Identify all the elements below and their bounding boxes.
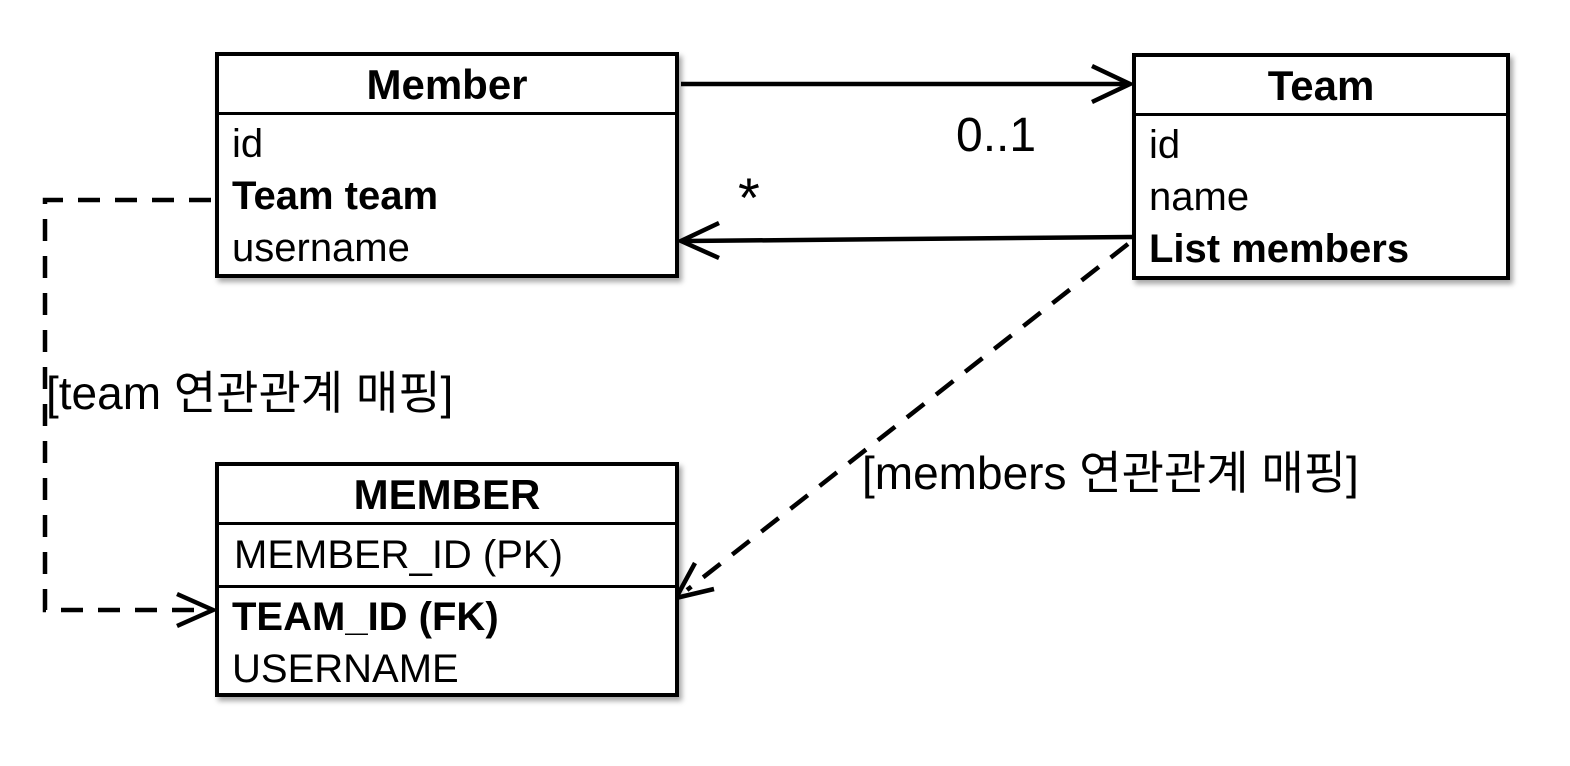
member-field-username: username — [232, 226, 410, 270]
team-mapping-label: [team 연관관계 매핑] — [46, 367, 454, 419]
team-class-fields: id name List members — [1136, 116, 1506, 275]
member-table-title: MEMBER — [219, 466, 675, 525]
team-mapping-dashed-connector — [42, 197, 219, 629]
multiplicity-many-label: * — [738, 166, 760, 229]
multiplicity-zero-or-one-label: 0..1 — [956, 109, 1037, 162]
team-field-name: name — [1149, 175, 1250, 219]
team-to-member-arrow — [675, 220, 1133, 261]
member-table-pk-field: MEMBER_ID (PK) — [219, 525, 675, 588]
team-class-box: Team id name List members — [1132, 53, 1510, 280]
members-mapping-dashed-connector — [671, 242, 1130, 602]
member-field-team: Team team — [232, 174, 439, 218]
member-table-box: MEMBER MEMBER_ID (PK) TEAM_ID (FK) USERN… — [215, 462, 679, 697]
member-class-box: Member id Team team username — [215, 52, 679, 278]
team-class-title: Team — [1136, 57, 1506, 116]
member-to-team-arrow — [681, 63, 1136, 105]
member-class-fields: id Team team username — [219, 115, 675, 274]
member-table-field-username: USERNAME — [232, 647, 459, 691]
member-table-field-team-id: TEAM_ID (FK) — [232, 595, 499, 639]
member-table-fields: TEAM_ID (FK) USERNAME — [219, 588, 675, 695]
team-field-members: List members — [1149, 227, 1410, 271]
member-class-title: Member — [219, 56, 675, 115]
members-mapping-label: [members 연관관계 매핑] — [862, 447, 1359, 499]
team-field-id: id — [1149, 123, 1181, 167]
member-field-id: id — [232, 122, 264, 166]
